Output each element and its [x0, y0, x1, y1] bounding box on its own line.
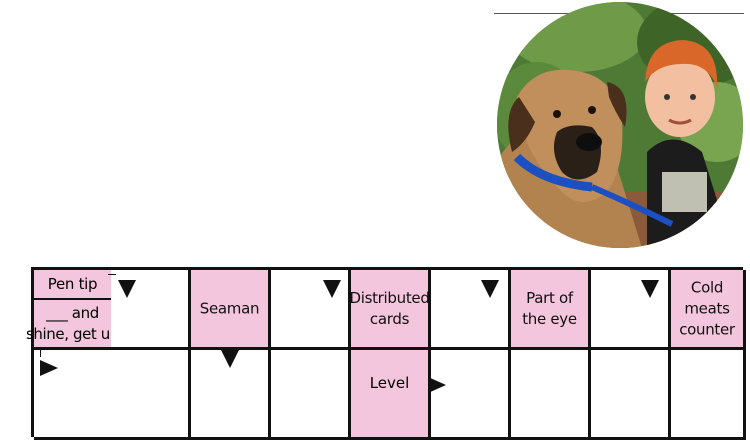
answer-cell[interactable]	[271, 270, 357, 350]
arrow-down-icon	[221, 350, 239, 368]
clue-seaman: Seaman	[191, 270, 271, 350]
clue-pen-tip: Pen tip	[47, 275, 98, 293]
tick-mark	[40, 347, 41, 357]
answer-cell[interactable]	[34, 347, 114, 440]
answer-cell[interactable]	[111, 350, 191, 440]
answer-cell[interactable]	[591, 350, 671, 440]
clue-distributed-cards: Distributed cards	[349, 270, 431, 350]
clue-part-of-the-eye: Part of the eye	[511, 270, 591, 350]
arrow-down-icon	[118, 280, 136, 298]
boy-with-dog-photo	[497, 2, 743, 248]
crossword-grid: Pen tip ___ and shine, get up Seaman Dis…	[26, 267, 746, 440]
clue-cell-split: Pen tip ___ and shine, get up	[26, 270, 119, 350]
arrow-down-icon	[323, 280, 341, 298]
answer-cell[interactable]	[191, 350, 271, 440]
arrow-right-icon	[428, 377, 446, 393]
answer-cell[interactable]	[511, 350, 591, 440]
answer-cell[interactable]	[428, 350, 511, 440]
answer-cell[interactable]	[591, 270, 677, 350]
clue-and-shine: ___ and shine, get up	[26, 304, 119, 343]
clue-level: Level	[351, 350, 431, 440]
answer-cell[interactable]	[431, 270, 517, 350]
photo-illustration	[497, 2, 743, 248]
tick-mark	[108, 274, 116, 275]
arrow-down-icon	[481, 280, 499, 298]
answer-cell[interactable]	[108, 270, 191, 350]
arrow-right-icon	[40, 360, 58, 376]
answer-cell[interactable]	[271, 350, 351, 440]
clue-divider	[34, 298, 111, 300]
answer-cell[interactable]	[671, 350, 746, 440]
arrow-down-icon	[641, 280, 659, 298]
clue-cold-meats-counter: Cold meats counter	[671, 270, 746, 350]
